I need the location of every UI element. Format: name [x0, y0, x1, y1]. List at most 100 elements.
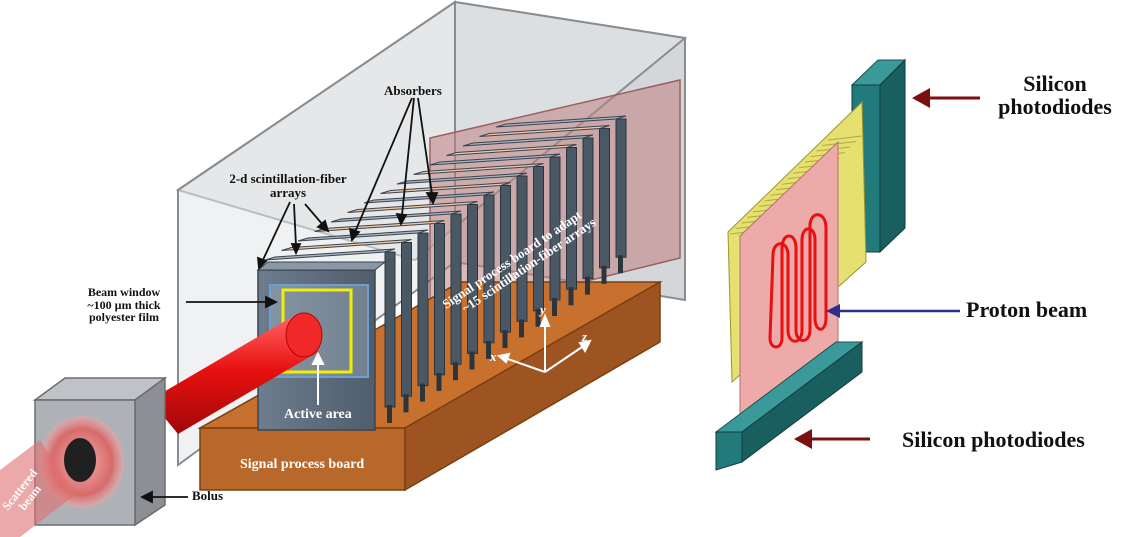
plate-side: [500, 185, 511, 333]
plate-side: [599, 128, 610, 269]
plate-side: [401, 242, 412, 397]
silicon-top-line-1: Silicon: [1023, 71, 1087, 96]
plate-leg: [618, 255, 623, 274]
plate-leg: [387, 405, 392, 423]
active-area-arrowhead: [311, 351, 325, 365]
beam-window-line-2: ~100 µm thick: [87, 297, 161, 312]
plate-leg: [403, 394, 409, 413]
plate-side: [533, 166, 544, 312]
plate-leg: [519, 319, 524, 338]
axis-x-line: [504, 357, 546, 373]
absorber-plate: [495, 115, 627, 274]
plate-leg: [568, 287, 574, 306]
plate-leg: [502, 330, 508, 349]
axis-z-label: z: [582, 329, 588, 344]
fiber-line: [827, 135, 863, 141]
axis-x-arrow: [496, 352, 511, 364]
plate-top: [446, 144, 577, 156]
simplified-detector: [714, 58, 907, 471]
absorber-plate: [330, 210, 462, 381]
fiber-leader-3: [304, 203, 324, 226]
bolus-side: [134, 376, 166, 527]
plate-side: [566, 147, 577, 290]
proton-beam-label: Proton beam: [966, 297, 1088, 322]
plate-side: [434, 223, 445, 376]
absorber-plate-stack: [264, 115, 627, 423]
bolus-arrow: [139, 490, 153, 504]
absorbers-leader-1: [354, 97, 413, 233]
absorber-plate: [314, 220, 445, 391]
absorber-plate: [413, 163, 544, 327]
plate-top: [347, 201, 478, 213]
incident-beam: [150, 312, 323, 434]
board-side: [404, 280, 661, 492]
axis-z-arrow: [578, 339, 592, 354]
plate-top: [281, 239, 412, 251]
plate-top: [429, 153, 561, 166]
absorbers-arrow-1: [348, 227, 361, 242]
plate-leg: [552, 298, 557, 316]
plate-side: [417, 232, 429, 387]
scattered-beam: [0, 440, 75, 537]
fiber-arrays-label: 2-d scintillation-fiber arrays: [229, 171, 347, 200]
plate-leg: [601, 265, 607, 284]
top-photodiode-side: [879, 58, 906, 254]
beam-window-line-1: Beam window: [87, 285, 161, 299]
active-area-label: Active area: [284, 407, 352, 422]
plate-side: [384, 251, 396, 408]
signal-board-label: Signal process board: [240, 457, 365, 472]
plate-leg: [436, 372, 442, 391]
absorbers-arrow-2: [395, 212, 408, 227]
absorber-plate: [479, 125, 610, 284]
plate-leg: [420, 383, 425, 402]
proton-beam-trace: [768, 213, 828, 349]
plate-leg: [469, 351, 475, 370]
fiber-leader-1: [261, 201, 291, 263]
silicon-top-line-2: photodiodes: [998, 94, 1112, 120]
absorber-plate: [281, 239, 412, 413]
proton-beam-arrow: [826, 304, 840, 318]
plate-side: [615, 118, 627, 258]
fiber-arrow-2: [290, 243, 302, 256]
axis-x-label: x: [490, 349, 497, 364]
plate-top: [479, 125, 610, 137]
front-plate-top: [256, 261, 387, 271]
fiber-arrow-3: [316, 219, 330, 233]
axis-y-arrow: [539, 313, 551, 327]
plate-leg: [585, 276, 590, 295]
fiber-line: [822, 141, 857, 147]
plate-leg: [486, 340, 491, 359]
axis-y-label: y: [540, 302, 546, 317]
absorber-plate: [462, 134, 594, 295]
bolus-block: [0, 376, 168, 537]
plate-side: [516, 175, 528, 322]
plate-side: [582, 137, 594, 280]
plate-top: [413, 163, 544, 175]
absorbers-label: Absorbers: [384, 83, 442, 98]
fiber-leader-2: [293, 203, 297, 247]
active-area-arrow: [311, 351, 325, 405]
absorber-plate: [347, 201, 478, 370]
absorber-plate: [297, 229, 429, 402]
plate-top: [314, 220, 445, 232]
left-leader-lines: [139, 97, 439, 504]
silicon-top-arrow: [912, 88, 930, 108]
plate-side: [450, 213, 462, 365]
beam-end: [285, 312, 323, 358]
plate-top: [264, 248, 396, 261]
beam-window-label: Beam window ~100 µm thick polyester film: [64, 286, 184, 324]
axis-z-line: [544, 344, 586, 373]
coordinate-axes: [496, 313, 592, 373]
absorbers-leader-3: [417, 97, 433, 195]
silicon-bottom-arrow: [794, 429, 812, 449]
plate-side: [549, 156, 561, 301]
beam-window-arrow: [265, 295, 279, 309]
bolus-hole: [64, 438, 96, 482]
plate-top: [495, 115, 627, 128]
bottom-photodiode-front: [715, 431, 743, 471]
fiber-arrow-1: [256, 256, 268, 270]
silicon-bottom-label: Silicon photodiodes: [902, 427, 1085, 452]
absorbers-arrow-3: [425, 192, 439, 206]
plate-top: [462, 134, 594, 147]
